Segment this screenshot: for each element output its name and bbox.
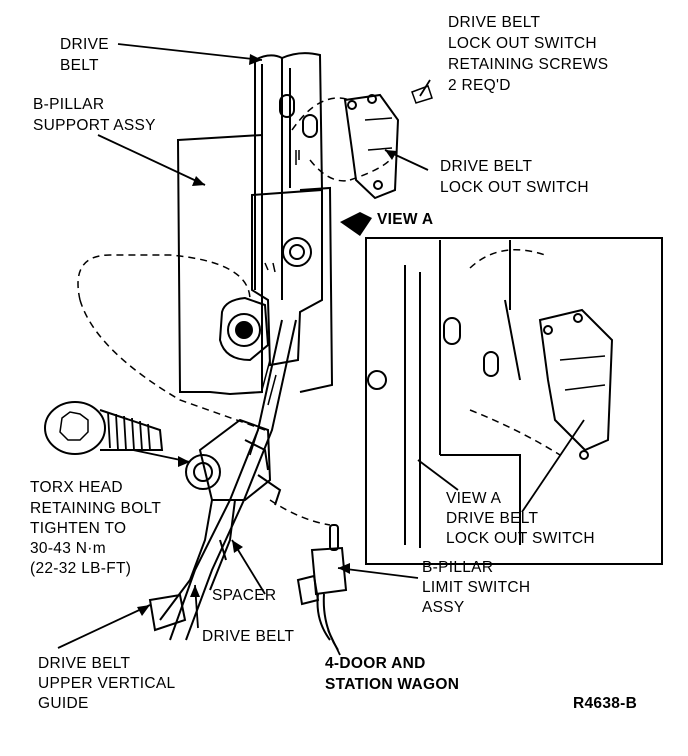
label-line: DRIVE BELT <box>448 14 541 31</box>
label-view-a-caption: VIEW A DRIVE BELT LOCK OUT SWITCH <box>446 490 595 547</box>
leader-arrowheads <box>137 54 397 616</box>
limit-switch-drawing <box>296 524 348 651</box>
upper-vertical-guide-body <box>148 418 282 632</box>
label-line: DRIVE <box>60 36 109 53</box>
door-outline-dashed <box>77 97 391 526</box>
label-line: B-PILLAR <box>33 96 104 113</box>
view-a-arrow-icon <box>340 212 372 236</box>
label-line: VIEW A <box>446 490 502 507</box>
label-vehicle-note: 4-DOOR AND STATION WAGON <box>325 655 459 693</box>
label-line: DRIVE BELT <box>38 655 131 672</box>
label-upper-guide: DRIVE BELT UPPER VERTICAL GUIDE <box>38 655 176 712</box>
label-line: DRIVE BELT <box>446 510 539 527</box>
label-line: UPPER VERTICAL <box>38 675 176 692</box>
label-line: (22-32 LB-FT) <box>30 560 131 577</box>
lockout-switch-drawing <box>343 85 433 200</box>
label-line: LIMIT SWITCH <box>422 579 530 596</box>
label-line: B-PILLAR <box>422 559 493 576</box>
label-line: LOCK OUT SWITCH <box>446 530 595 547</box>
label-spacer: SPACER <box>212 587 276 604</box>
torx-bolt-drawing <box>44 401 164 455</box>
label-view-a-marker: VIEW A <box>377 211 433 228</box>
label-line: RETAINING SCREWS <box>448 56 608 73</box>
label-lockout-screws: DRIVE BELT LOCK OUT SWITCH RETAINING SCR… <box>448 14 608 94</box>
label-line: BELT <box>60 57 99 74</box>
label-line: STATION WAGON <box>325 676 459 693</box>
label-line: TORX HEAD <box>30 479 123 496</box>
label-line: 2 REQ'D <box>448 77 511 94</box>
label-line: LOCK OUT SWITCH <box>448 35 597 52</box>
label-line: 30-43 N·m <box>30 540 106 557</box>
label-line: RETAINING BOLT <box>30 500 161 517</box>
pivot-bracket <box>218 188 323 367</box>
label-lockout-switch: DRIVE BELT LOCK OUT SWITCH <box>440 158 589 196</box>
label-b-pillar-support: B-PILLAR SUPPORT ASSY <box>33 96 156 134</box>
label-line: 4-DOOR AND <box>325 655 426 672</box>
label-drive-belt-bottom: DRIVE BELT <box>202 628 295 645</box>
label-line: SUPPORT ASSY <box>33 117 156 134</box>
label-line: DRIVE BELT <box>440 158 533 175</box>
label-torx-bolt: TORX HEAD RETAINING BOLT TIGHTEN TO 30-4… <box>30 479 161 577</box>
label-drive-belt-top: DRIVE BELT <box>60 36 109 74</box>
view-a-detail-box <box>365 237 663 565</box>
label-limit-switch: B-PILLAR LIMIT SWITCH ASSY <box>422 559 530 616</box>
label-line: ASSY <box>422 599 465 616</box>
label-line: TIGHTEN TO <box>30 520 126 537</box>
label-line: GUIDE <box>38 695 89 712</box>
label-line: LOCK OUT SWITCH <box>440 179 589 196</box>
figure-code: R4638-B <box>573 695 637 712</box>
